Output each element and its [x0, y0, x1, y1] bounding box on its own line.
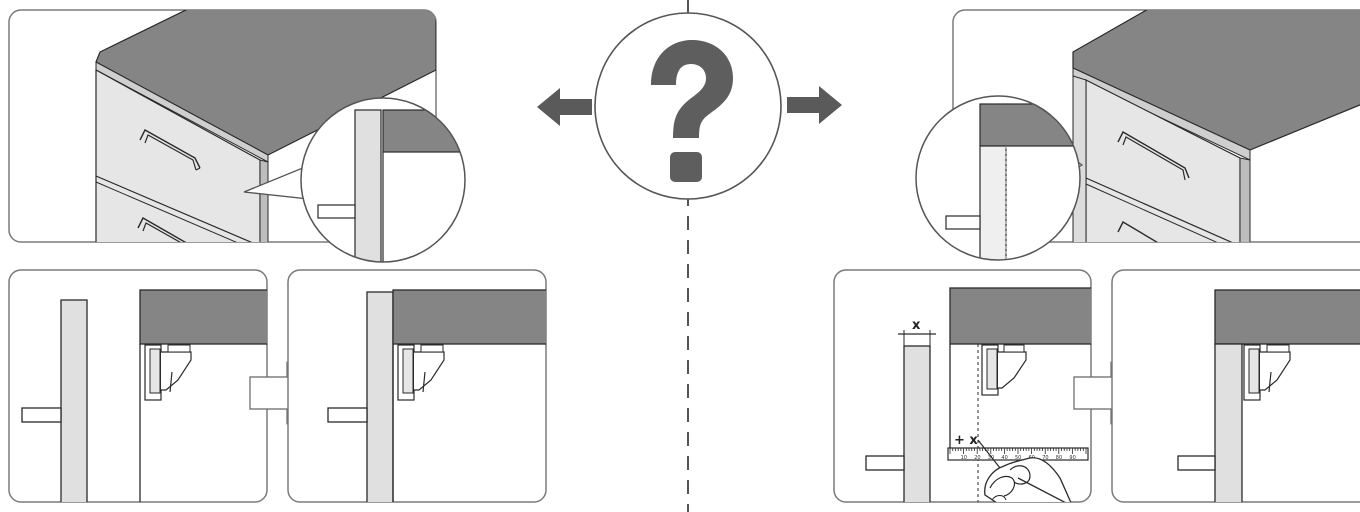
drawer-handle: [1117, 221, 1161, 242]
hinge-bracket: [1243, 344, 1291, 401]
dowel: [1177, 455, 1216, 471]
side-panel: [60, 299, 88, 502]
left-arrow-icon: [537, 88, 592, 126]
bottom-panel-right-after: [1111, 269, 1360, 503]
ruler-number: 50: [1015, 455, 1021, 461]
ruler-number: 40: [1001, 455, 1007, 461]
dresser-cabinet: [1072, 10, 1360, 242]
dresser-cabinet: [95, 10, 436, 242]
ruler-number: 80: [1056, 455, 1062, 461]
side-panel: [366, 291, 394, 502]
right-arrow-icon: [787, 86, 842, 124]
measuring-ruler: 102030405060708090: [947, 447, 1089, 461]
zoom-detail-left: [300, 97, 466, 263]
ruler-number: 10: [961, 455, 967, 461]
top-right-panel: [915, 9, 1360, 261]
bottom-panel-left-before: [8, 269, 268, 503]
side-panel: [903, 345, 931, 502]
drawer-handle: [137, 217, 191, 242]
drawer-handle: [139, 129, 201, 171]
worktop: [392, 289, 546, 345]
drawer-handle: [1117, 131, 1190, 181]
hinge-bracket: [397, 344, 445, 401]
hinge-bracket: [144, 344, 192, 401]
bottom-panel-left-after: [287, 269, 547, 503]
worktop: [1214, 289, 1360, 345]
dowel: [21, 407, 62, 423]
ruler-number: 70: [1042, 455, 1048, 461]
bottom-panel-right-measure: x 102030405060708090 + x: [833, 269, 1092, 503]
ruler-number: 20: [974, 455, 980, 461]
marking-label: + x: [954, 433, 978, 448]
hand-with-pencil-icon: [984, 457, 1074, 502]
dowel: [327, 407, 368, 423]
side-panel: [1214, 343, 1243, 502]
question-mark-icon: ?: [0, 0, 782, 200]
dimension-label: x: [912, 318, 921, 333]
dowel: [865, 455, 905, 471]
worktop: [139, 289, 267, 345]
dresser-front: [95, 68, 261, 242]
worktop: [949, 287, 1091, 345]
hinge-bracket: [981, 344, 1027, 396]
question-glyph: ?: [0, 0, 1, 1]
top-left-panel: [8, 9, 466, 263]
ruler-number: 30: [988, 455, 994, 461]
ruler-number: 90: [1069, 455, 1075, 461]
